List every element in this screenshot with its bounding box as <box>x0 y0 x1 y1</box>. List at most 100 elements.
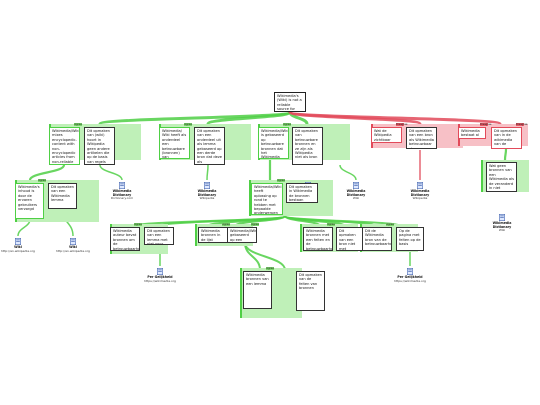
row3-node-2-text: Wikimedia bronnen in de lijst <box>201 229 221 242</box>
row1-node-1[interactable]: Dit opmaken van (wiki) hoort in Wikipedi… <box>84 127 115 165</box>
row1-node-5[interactable]: Dit opmaken van betrouwbare bronnen en z… <box>292 127 323 165</box>
document-icon <box>157 268 163 275</box>
row2-node-1[interactable]: Dit opmaken van een Wikimedia lemma <box>48 183 77 209</box>
doc-8-source: https://wikimedia.org <box>144 278 176 283</box>
row3-node-4-text: Wikimedia bronnen met een feiten en de b… <box>306 229 333 251</box>
document-icon <box>499 214 505 221</box>
root-claim[interactable]: Wikimedia's (Wiki) is not a reliable sou… <box>274 92 306 112</box>
row1-tag-8: Disagree <box>480 123 492 126</box>
row1-node-4[interactable]: Wikimedia/Wiki is gebaseerd op betrouwba… <box>258 127 289 159</box>
link-root-r1e <box>288 110 502 126</box>
row3-tag-3: Agree <box>251 223 259 226</box>
row3-node-6[interactable]: Dit de Wikimedia bron van de betrouwbaar… <box>362 227 392 251</box>
row3-tag-0: Agree <box>134 223 142 226</box>
row4-node-0[interactable]: Wikimedia bronnen van een lemma <box>243 271 272 309</box>
row2-node-4[interactable]: Wat geen bronnen van een Wikimedia als d… <box>486 162 517 192</box>
row1-node-9[interactable]: Dit opmaken van in de wikimedia van de m… <box>491 127 522 149</box>
row1-node-3[interactable]: Dit opmaken van een onderdeel uit als le… <box>194 127 225 165</box>
row4-node-1-text: Dit opmaken van de feiten van bronnen <box>299 273 322 291</box>
row3-node-1-text: Dit opmaken van een lemma met niet voor … <box>147 229 170 245</box>
doc-7-title: Wiki <box>69 245 77 249</box>
doc-9-source: https://wikimedia.org <box>394 278 426 283</box>
band-r2-b-edge <box>249 180 251 216</box>
row3-node-1[interactable]: Dit opmaken van een lemma met niet voor … <box>144 227 174 245</box>
doc-0-source: Dictionary.com <box>110 196 134 201</box>
row1-node-7[interactable]: Dit opmaken van een bron als Wikimedia b… <box>406 127 437 149</box>
row1-node-2[interactable]: Wikimedia/ Wiki heeft als onderdeel een … <box>159 127 190 159</box>
row1-node-0[interactable]: Wikimedia/Wiki mixes encyclopedic-conten… <box>49 127 80 165</box>
document-icon <box>119 182 125 189</box>
row2-node-4-text: Wat geen bronnen van een Wikimedia als d… <box>489 164 514 191</box>
link-r3-r4b <box>244 242 286 271</box>
row2-tag-2: Agree <box>277 179 285 182</box>
document-icon <box>70 238 76 245</box>
row3-tag-4: Agree <box>327 223 335 226</box>
row3-node-7[interactable]: Op de pagina met feiten op de basis <box>396 227 424 251</box>
doc-3-source: Wiki <box>352 196 360 201</box>
row3-node-3[interactable]: Wikimedia/Wiki gebaseerd op een lemma <box>227 227 257 243</box>
row1-node-9-text: Dit opmaken van in de wikimedia van de m… <box>494 129 517 149</box>
row4-node-0-text: Wikimedia bronnen van een lemma <box>246 273 269 286</box>
row3-node-0-text: Wikimedia auteur bevat bronnen om de bet… <box>113 229 140 251</box>
doc-4-source: Wikipedia <box>412 196 428 201</box>
doc-5-title: Wikimedia Dictionary <box>492 221 512 229</box>
row3-tag-2: Agree <box>222 223 230 226</box>
row1-tag-2: Agree <box>184 123 192 126</box>
row4-tag-0: Agree <box>266 267 274 270</box>
row1-node-6-text: Wat de Wikipedia zichtbaar <box>374 129 392 142</box>
row2-node-0[interactable]: Wikimedia's inhoud is door de ervaren ge… <box>15 183 44 219</box>
row1-node-8-text: Wikimedia bestaat al <box>461 129 480 138</box>
document-icon <box>353 182 359 189</box>
doc-5-source: Wiki <box>498 228 506 233</box>
doc-9-title: Per Gelijkheid <box>397 275 423 279</box>
row3-node-3-text: Wikimedia/Wiki gebaseerd op een lemma <box>230 229 257 242</box>
row1-node-2-text: Wikimedia/ Wiki heeft als onderdeel een … <box>162 129 187 159</box>
row3-node-6-text: Dit de Wikimedia bron van de betrouwbaar… <box>365 229 392 247</box>
row3-node-4[interactable]: Wikimedia bronnen met een feiten en de b… <box>303 227 333 251</box>
row4-node-1[interactable]: Dit opmaken van de feiten van bronnen <box>296 271 325 311</box>
link-r1b-doc <box>206 164 209 181</box>
row3-tag-6: Agree <box>386 223 394 226</box>
row2-node-2-text: Wikimedia/Wiki heeft oplossing op rond t… <box>254 185 282 215</box>
row1-node-3-text: Dit opmaken van een onderdeel uit als le… <box>197 129 222 164</box>
link-root-r1b <box>206 110 292 126</box>
doc-8-title: Per Gelijkheid <box>147 275 173 279</box>
row3-node-5[interactable]: Dit opmaken van een bron niet met bronne… <box>336 227 364 251</box>
row1-node-8[interactable]: Wikimedia bestaat al <box>458 127 486 139</box>
doc-4-title: Wikimedia Dictionary <box>410 189 430 197</box>
row1-tag-4: Agree <box>283 123 291 126</box>
row1-tag-0: Agree <box>74 123 82 126</box>
band-r2-c-edge <box>481 160 483 192</box>
doc-0-title: Wikimedia Dictionary <box>112 189 132 197</box>
document-icon <box>417 182 423 189</box>
row3-node-0[interactable]: Wikimedia auteur bevat bronnen om de bet… <box>110 227 140 251</box>
doc-6-title: Wiki <box>14 245 22 249</box>
document-icon <box>204 182 210 189</box>
doc-7-source: http://en.wikipedia.org <box>56 248 90 253</box>
document-icon <box>15 238 21 245</box>
row2-node-2[interactable]: Wikimedia/Wiki heeft oplossing op rond t… <box>251 183 283 215</box>
row1-node-4-text: Wikimedia/Wiki is gebaseerd op betrouwba… <box>261 129 289 159</box>
row1-node-7-text: Dit opmaken van een bron als Wikimedia b… <box>409 129 434 149</box>
band-r4-edge <box>240 268 242 318</box>
link-r1c-doc <box>339 164 357 181</box>
row1-node-1-text: Dit opmaken van (wiki) hoort in Wikipedi… <box>87 129 110 164</box>
doc-1-title: Wikimedia Dictionary <box>197 189 217 197</box>
row2-node-3[interactable]: Dit opmaken in Wikimedia de bronnen best… <box>286 183 318 203</box>
link-r1-r2c <box>503 148 508 161</box>
row3-node-5-text: Dit opmaken van een bron niet met bronne… <box>339 229 356 251</box>
row1-node-6[interactable]: Wat de Wikipedia zichtbaar <box>371 127 402 143</box>
doc-6-source: http://en.wikipedia.org <box>1 248 35 253</box>
row1-tag-6: Disagree <box>396 123 408 126</box>
row3-node-2[interactable]: Wikimedia bronnen in de lijst <box>198 227 228 243</box>
row2-node-1-text: Dit opmaken van een Wikimedia lemma <box>51 185 74 203</box>
